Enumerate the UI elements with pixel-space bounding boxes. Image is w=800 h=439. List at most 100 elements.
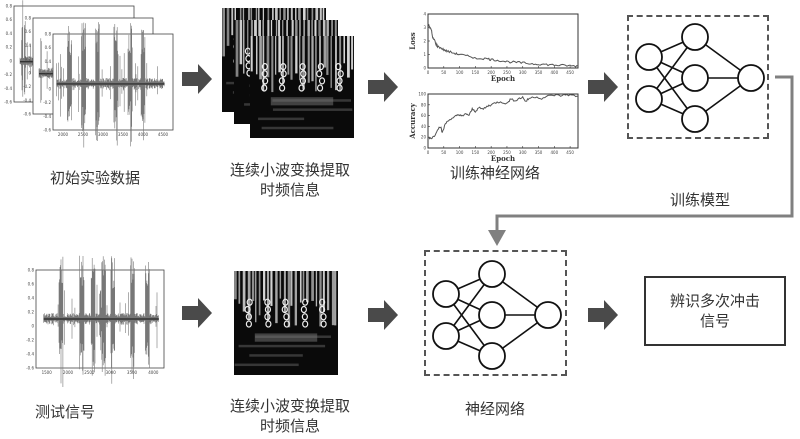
scalogram-streak — [290, 36, 293, 80]
chart-frame — [427, 13, 579, 69]
arrow-right-icon — [368, 72, 398, 102]
scalogram-band — [249, 354, 303, 357]
scalogram-streak — [270, 271, 273, 306]
scalogram-blob — [319, 298, 326, 306]
y-tick-label: 100 — [418, 92, 426, 97]
scalogram-blob — [280, 70, 287, 78]
scalogram-blob — [279, 84, 286, 92]
x-tick-label: 4000 — [148, 370, 159, 375]
x-tick-label: 0 — [427, 70, 430, 75]
scalogram-band — [270, 97, 334, 106]
y-tick-label: -0.2 — [4, 72, 12, 77]
nn-hidden-node — [478, 342, 506, 370]
x-tick-label: 300 — [519, 70, 527, 75]
y-tick-label: 3 — [423, 25, 426, 30]
scalogram-blob — [282, 298, 289, 306]
scalogram-streak — [295, 20, 298, 50]
chart-frame — [427, 93, 579, 149]
scalogram-streak — [322, 20, 326, 50]
scalogram-streak — [323, 36, 327, 68]
scalogram-streak — [351, 36, 354, 70]
nn-output-node — [737, 64, 765, 92]
arrow-right-icon — [588, 72, 618, 102]
y-tick-label: 0.6 — [28, 282, 35, 287]
scalogram-blob — [316, 70, 323, 78]
scalogram-band — [234, 363, 299, 367]
x-tick-label: 350 — [535, 70, 543, 75]
cwt-scalogram-test — [234, 271, 338, 375]
scalogram-streak — [266, 36, 270, 78]
y-axis-label: Loss — [408, 32, 417, 50]
scalogram-blob — [281, 305, 288, 314]
scalogram-streak — [275, 271, 278, 324]
scalogram-blob — [264, 305, 272, 314]
x-tick-label: 100 — [456, 70, 464, 75]
x-tick-label: 2000 — [58, 132, 69, 137]
x-tick-label: 50 — [441, 70, 447, 75]
result-label-1: 辨识多次冲击 — [669, 292, 760, 310]
y-tick-label: 0 — [423, 146, 426, 151]
y-tick-label: 60 — [421, 113, 427, 118]
y-tick-label: -0.6 — [23, 112, 31, 117]
scalogram-blob — [261, 62, 268, 71]
scalogram-streak — [306, 271, 309, 303]
arrow-right-icon — [368, 300, 398, 330]
y-tick-label: 0.6 — [6, 17, 13, 22]
y-tick-label: 0 — [9, 58, 12, 63]
x-tick-label: 150 — [472, 150, 480, 155]
cwt-label-top-1: 连续小波变换提取 — [229, 161, 350, 179]
scalogram-blob — [320, 320, 327, 328]
scalogram-streak — [299, 271, 302, 303]
scalogram-streak — [331, 271, 335, 326]
nn-input-node — [432, 280, 460, 308]
scalogram-streak — [290, 271, 293, 306]
scalogram-streak — [295, 36, 298, 74]
y-tick-label: -0.4 — [43, 114, 51, 119]
scalogram-streak — [231, 8, 234, 36]
raw-plot-back: 0.80.60.40.20-0.2-0.4-0.60.80.60.40.20-0… — [4, 0, 174, 148]
scalogram-streak — [254, 20, 257, 48]
scalogram-streak — [287, 271, 291, 328]
x-tick-label: 250 — [503, 70, 511, 75]
nn-hidden-node — [681, 23, 709, 51]
scalogram-blob — [300, 305, 307, 314]
scalogram-streak — [283, 271, 286, 313]
x-tick-label: 450 — [566, 150, 574, 155]
scalogram-streak — [271, 36, 274, 93]
scalogram-blob — [245, 313, 252, 321]
scalogram-streak — [255, 271, 257, 323]
scalogram-streak — [235, 20, 239, 77]
x-tick-label: 3000 — [106, 370, 117, 375]
scalogram-streak — [234, 271, 237, 300]
scalogram-streak — [315, 36, 317, 92]
scalogram-streak — [334, 271, 337, 326]
x-tick-label: 50 — [441, 150, 447, 155]
x-axis-label: Epoch — [491, 74, 515, 83]
scalogram-blob — [261, 70, 268, 78]
x-tick-label: 150 — [472, 70, 480, 75]
scalogram-blob — [283, 320, 290, 328]
neural-network-box — [424, 250, 567, 376]
y-tick-label: 0 — [423, 66, 426, 71]
scalogram-streak — [267, 20, 270, 52]
scalogram-blob — [264, 313, 271, 321]
scalogram-blob — [335, 62, 342, 71]
y-tick-label: 0.2 — [28, 310, 35, 315]
scalogram-streak — [307, 36, 310, 83]
scalogram-streak — [287, 36, 290, 75]
scalogram-blob — [337, 70, 344, 78]
x-tick-label: 200 — [487, 150, 495, 155]
scalogram-band — [272, 108, 353, 111]
arrow-right-icon — [182, 298, 212, 328]
nn-output-node — [534, 301, 562, 329]
scalogram-blob — [283, 313, 290, 321]
y-tick-label: 80 — [421, 102, 427, 107]
scalogram-streak — [263, 271, 266, 301]
scalogram-streak — [247, 271, 251, 320]
train-nn-label: 训练神经网络 — [449, 164, 540, 182]
scalogram-streak — [226, 8, 230, 46]
scalogram-blob — [299, 77, 307, 85]
scalogram-blob — [336, 84, 343, 92]
arrow-down-icon — [488, 230, 506, 246]
